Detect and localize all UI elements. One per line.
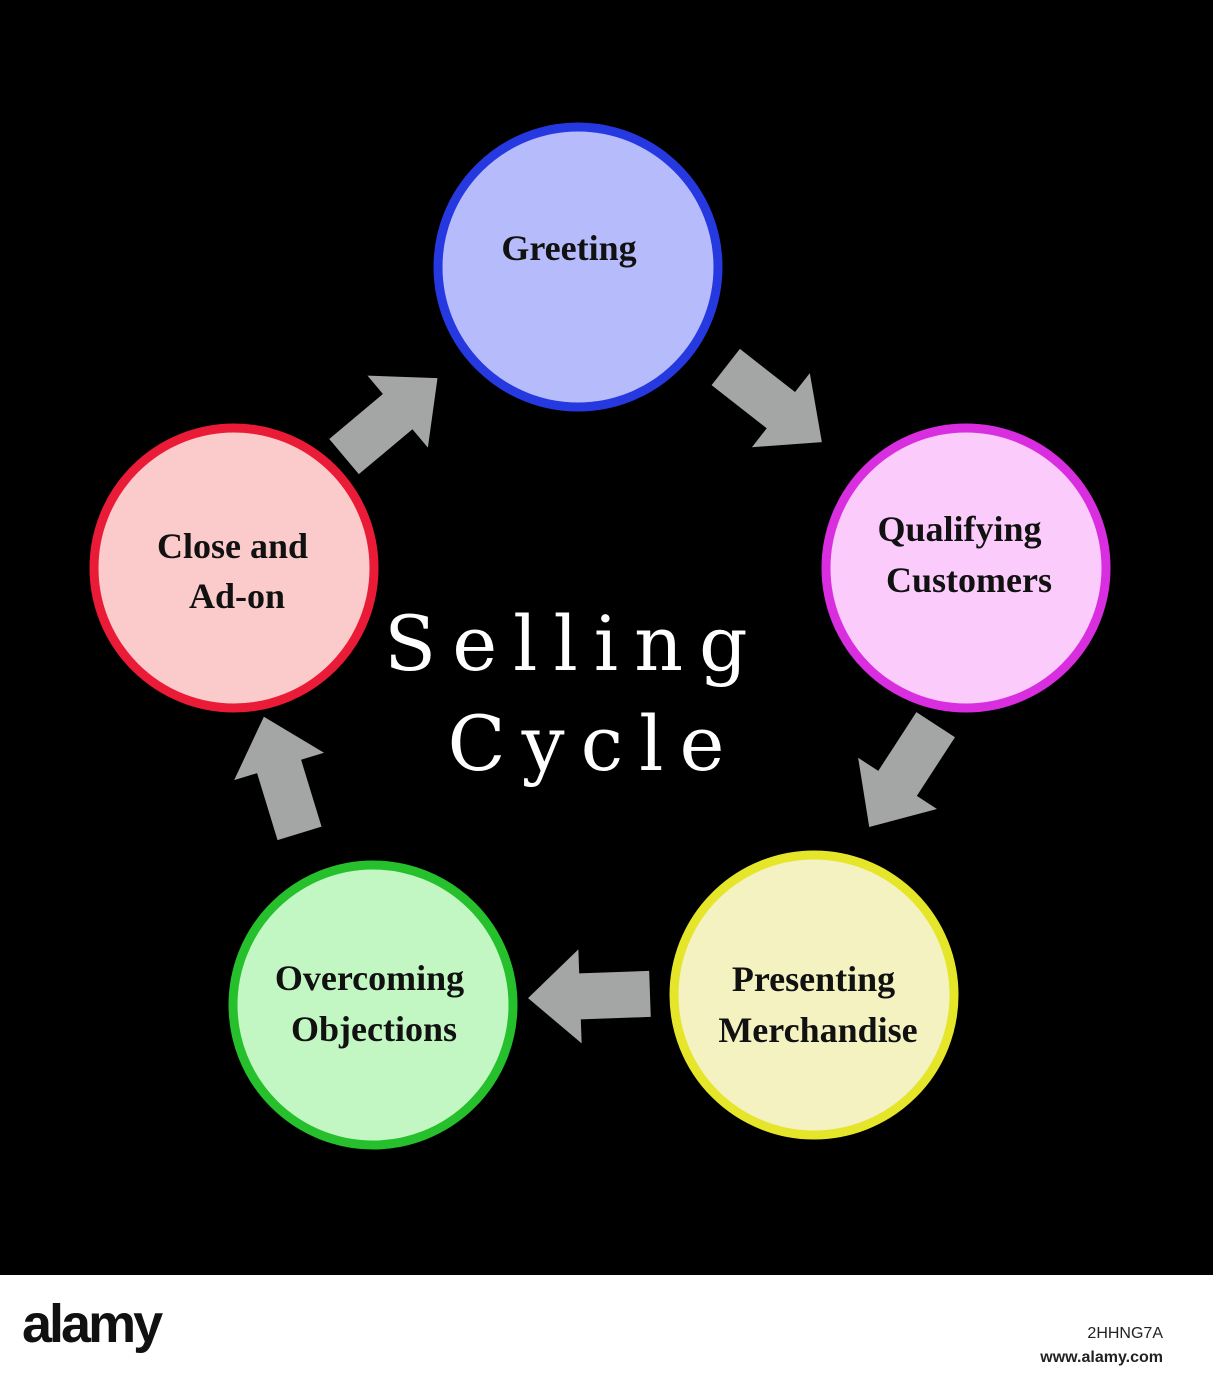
node-greeting: Greeting <box>433 122 723 412</box>
node-overcoming-objections-line-1: Overcoming <box>275 958 464 998</box>
stock-footer: alamy 2HHNG7A www.alamy.com <box>0 1275 1213 1390</box>
stock-url: www.alamy.com <box>1040 1349 1163 1366</box>
node-qualifying-customers-line-1: Qualifying <box>877 509 1041 549</box>
node-greeting-circle <box>433 122 723 412</box>
node-overcoming-objections: Overcoming Objections <box>228 860 518 1150</box>
selling-cycle-diagram: Greeting Qualifying Customers Presenting… <box>89 122 1111 1150</box>
node-greeting-label: Greeting <box>501 228 636 268</box>
diagram-title: Selling Cycle <box>384 599 804 788</box>
node-overcoming-objections-circle <box>228 860 518 1150</box>
arrow-overcoming-to-close <box>234 716 325 841</box>
image-id: 2HHNG7A <box>1087 1325 1163 1342</box>
arrow-close-to-greeting <box>329 375 438 475</box>
node-qualifying-customers: Qualifying Customers <box>821 423 1111 713</box>
node-greeting-line-1: Greeting <box>501 228 636 268</box>
diagram-title-line-2: Cycle <box>448 699 741 788</box>
node-presenting-merchandise-circle <box>669 850 959 1140</box>
node-presenting-merchandise-label: Presenting Merchandise <box>718 959 917 1050</box>
cycle-arrows <box>234 348 955 1044</box>
node-close-and-ad-on-line-2: Ad-on <box>189 576 285 616</box>
arrow-greeting-to-qualifying <box>711 348 822 448</box>
diagram-title-line-1: Selling <box>384 599 764 688</box>
node-close-and-ad-on-circle <box>89 423 379 713</box>
node-presenting-merchandise-line-2: Merchandise <box>718 1010 917 1050</box>
node-qualifying-customers-label: Qualifying Customers <box>877 509 1052 600</box>
diagram-canvas: Greeting Qualifying Customers Presenting… <box>0 0 1213 1275</box>
node-close-and-ad-on-line-1: Close and <box>157 526 308 566</box>
node-close-and-ad-on: Close and Ad-on <box>89 423 379 713</box>
node-overcoming-objections-line-2: Objections <box>291 1009 457 1049</box>
node-qualifying-customers-circle <box>821 423 1111 713</box>
stock-logo: alamy <box>22 1294 163 1354</box>
node-overcoming-objections-label: Overcoming Objections <box>275 958 473 1049</box>
node-presenting-merchandise-line-1: Presenting <box>732 959 895 999</box>
node-qualifying-customers-line-2: Customers <box>886 560 1052 600</box>
arrow-presenting-to-overcoming <box>528 949 651 1044</box>
node-close-and-ad-on-label: Close and Ad-on <box>157 526 317 616</box>
node-presenting-merchandise: Presenting Merchandise <box>669 850 959 1140</box>
arrow-qualifying-to-presenting <box>858 712 955 827</box>
